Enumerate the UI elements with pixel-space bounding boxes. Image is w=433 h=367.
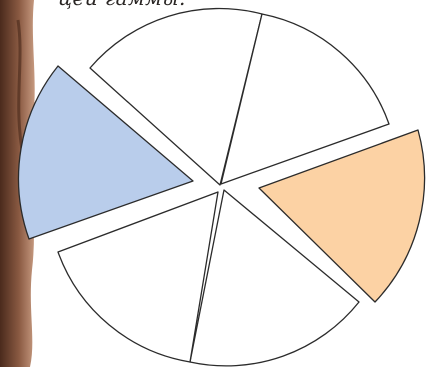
sliced-circle-diagram xyxy=(0,0,433,367)
page: цей гаммы. xyxy=(0,0,433,367)
